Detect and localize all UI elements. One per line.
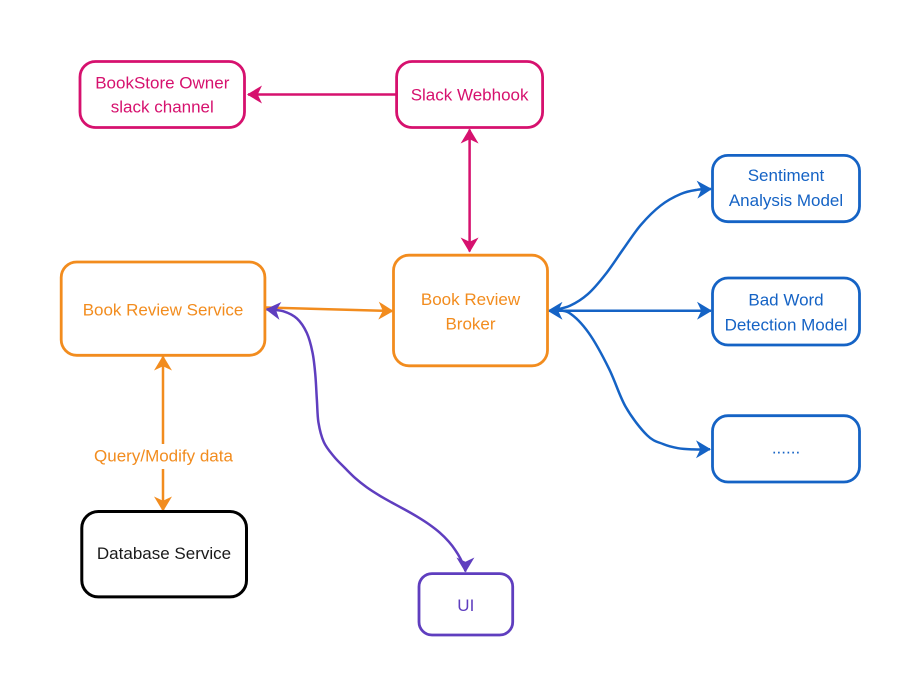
svg-text:Detection Model: Detection Model (725, 316, 848, 335)
svg-text:slack channel: slack channel (111, 98, 214, 117)
svg-text:Slack Webhook: Slack Webhook (411, 86, 529, 105)
svg-text:BookStore Owner: BookStore Owner (95, 73, 230, 92)
svg-text:Book Review: Book Review (421, 290, 521, 309)
svg-text:UI: UI (457, 596, 474, 615)
svg-text:Broker: Broker (445, 315, 495, 334)
svg-text:......: ...... (772, 439, 800, 458)
svg-text:Bad Word: Bad Word (748, 290, 823, 309)
svg-text:Analysis Model: Analysis Model (729, 191, 843, 210)
svg-text:Sentiment: Sentiment (748, 166, 825, 185)
svg-text:Query/Modify data: Query/Modify data (94, 447, 233, 466)
svg-text:Book Review Service: Book Review Service (83, 301, 244, 320)
svg-text:Database Service: Database Service (97, 544, 231, 563)
